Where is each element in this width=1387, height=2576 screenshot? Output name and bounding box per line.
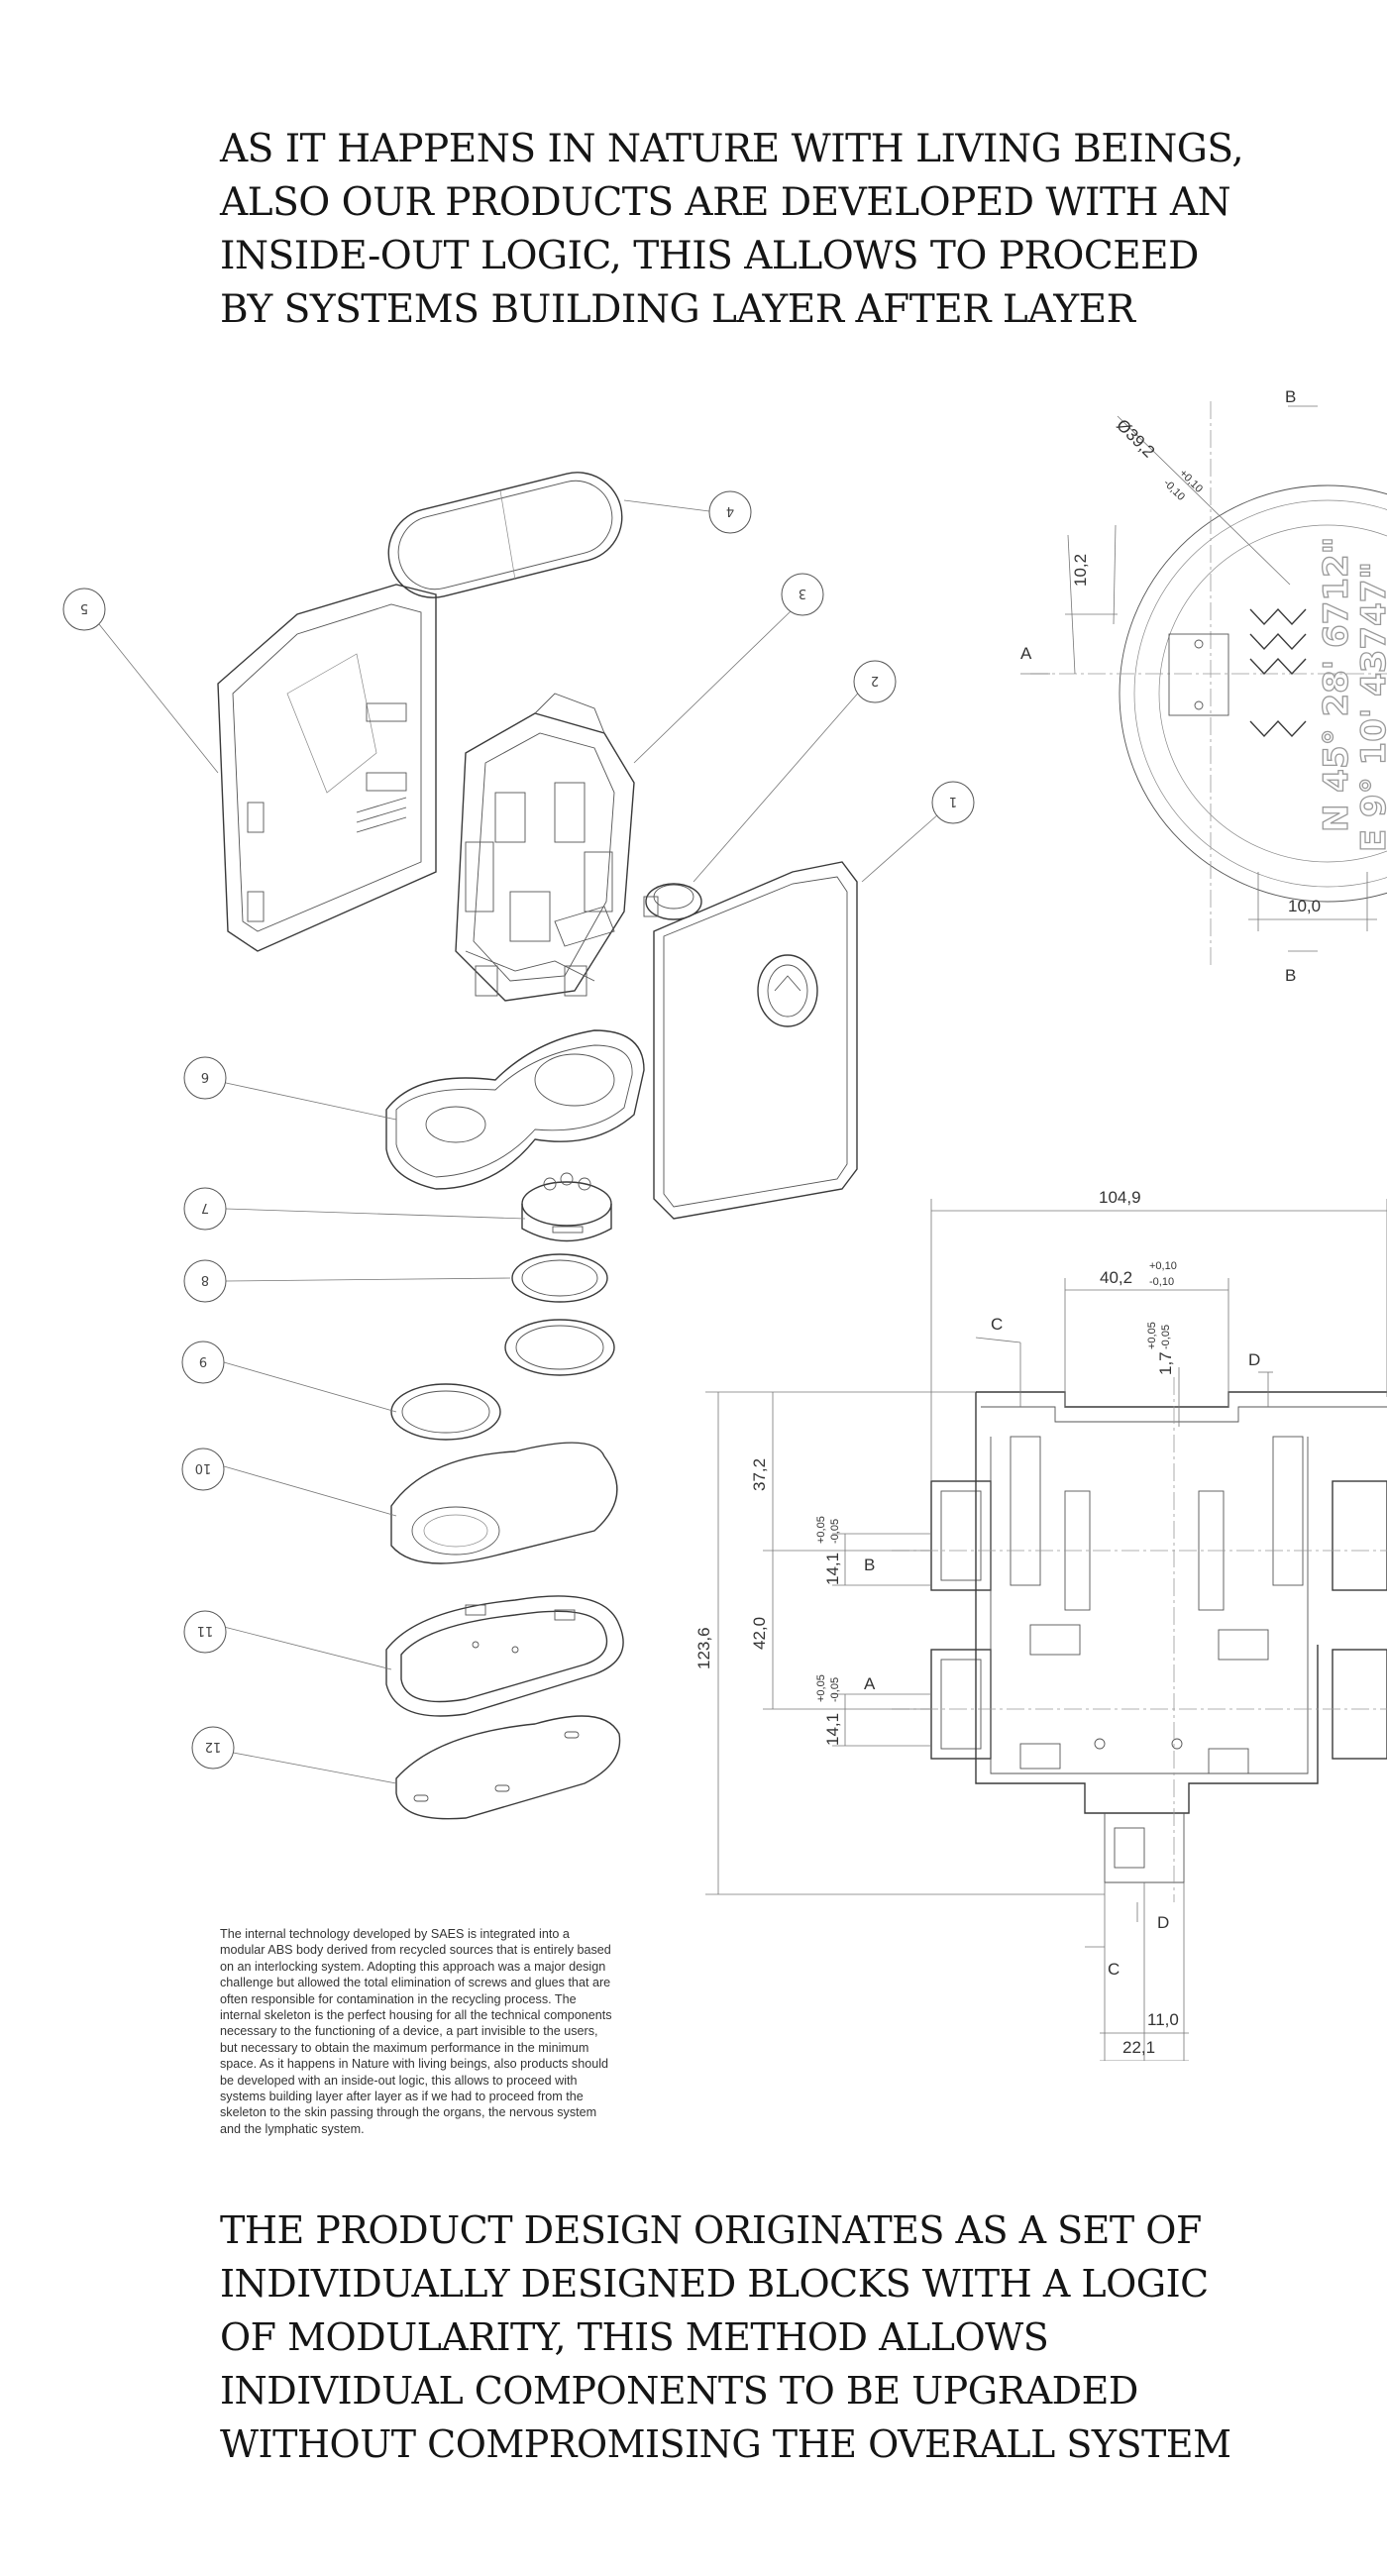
- part-11-frame: [385, 1595, 624, 1717]
- part-5-left-shell: [217, 584, 437, 952]
- section-label-c-bottom: C: [1108, 1960, 1120, 1979]
- body-line: be developed with an inside-out logic, t…: [220, 2073, 578, 2088]
- section-bottom-width: 22,1: [1122, 2038, 1155, 2057]
- cap-section-b-top: B: [1285, 387, 1296, 406]
- headline-top-line: inside-out logic, this allows to proceed: [220, 234, 1199, 278]
- part-7-core: [521, 1172, 612, 1242]
- part-bubble-12: 12: [191, 1726, 235, 1770]
- cap-section-a: A: [1020, 644, 1032, 663]
- svg-text:1: 1: [949, 794, 957, 808]
- exploded-view: 4 3 2 1 5 6 7 8 9 10 11 12: [62, 472, 975, 1820]
- body-line: often responsible for contamination in t…: [220, 1991, 577, 2006]
- part-8-ring: [504, 1253, 615, 1376]
- body-line: and the lymphatic system.: [220, 2121, 365, 2136]
- part-1-front-shell: [653, 861, 858, 1220]
- engraving-line1: N 45° 28' 6712": [1317, 537, 1356, 832]
- cap-diameter: Ø39,2: [1113, 415, 1158, 461]
- section-label-b: B: [864, 1556, 875, 1574]
- svg-text:5: 5: [80, 600, 88, 615]
- part-bubble-11: 11: [183, 1610, 227, 1654]
- section-small-gap-tol-lower: -0,05: [1160, 1325, 1172, 1349]
- svg-text:2: 2: [871, 673, 879, 688]
- part-12-bottom: [395, 1715, 621, 1820]
- body-paragraph: The internal technology developed by SAE…: [220, 1926, 676, 2137]
- section-drawing: 104,9 40,2 +0,10 -0,10 1,7 +0,05 -0,05 C…: [694, 1188, 1387, 2061]
- section-slot-tol-upper-2: +0,05: [815, 1674, 827, 1702]
- section-middle-height: 42,0: [750, 1617, 769, 1650]
- part-bubble-3: 3: [781, 573, 824, 616]
- svg-text:12: 12: [205, 1739, 222, 1754]
- part-bubble-1: 1: [931, 781, 975, 824]
- headline-bottom-line: without compromising the overall system: [220, 2422, 1231, 2466]
- svg-text:4: 4: [726, 503, 734, 518]
- svg-text:7: 7: [201, 1200, 209, 1215]
- section-inner-width-tol-lower: -0,10: [1149, 1276, 1174, 1288]
- svg-text:8: 8: [201, 1272, 209, 1287]
- body-line: modular ABS body derived from recycled s…: [220, 1943, 611, 1958]
- engraving-line2: E 9° 10' 43747": [1354, 562, 1387, 852]
- body-line: necessary to the functioning of a device…: [220, 2024, 598, 2039]
- svg-text:3: 3: [799, 586, 806, 600]
- section-slot-height-upper: 14,1: [823, 1553, 842, 1585]
- cap-offset: 10,2: [1071, 554, 1090, 587]
- part-6-tray: [385, 1029, 645, 1190]
- section-slot-height-lower: 14,1: [823, 1713, 842, 1746]
- section-upper-height: 37,2: [750, 1458, 769, 1491]
- part-bubble-2: 2: [853, 660, 897, 703]
- part-bubble-9: 9: [181, 1341, 225, 1384]
- body-line: but necessary to obtain the maximum perf…: [220, 2040, 589, 2055]
- section-slot-tol-lower-1: -0,05: [829, 1519, 841, 1544]
- part-10-plate: [390, 1442, 618, 1564]
- body-line: internal skeleton is the perfect housing…: [220, 2008, 612, 2023]
- part-9-ring: [390, 1383, 501, 1441]
- part-bubble-6: 6: [183, 1056, 227, 1100]
- body-line: challenge but allowed the total eliminat…: [220, 1976, 611, 1990]
- part-3-skeleton: [455, 693, 635, 1002]
- section-inner-width: 40,2: [1100, 1268, 1132, 1287]
- body-line: space. As it happens in Nature with livi…: [220, 2057, 609, 2072]
- cap-section-b-bottom: B: [1285, 966, 1296, 985]
- section-inner-width-tol-upper: +0,10: [1149, 1260, 1177, 1272]
- cap-drawing: N 45° 28' 6712" E 9° 10' 43747" B B A Ø3…: [1020, 387, 1387, 985]
- svg-text:6: 6: [201, 1069, 209, 1084]
- section-bottom-small: 11,0: [1147, 2010, 1179, 2029]
- section-slot-tol-lower-2: -0,05: [829, 1677, 841, 1702]
- cap-width: 10,0: [1288, 897, 1321, 915]
- section-slot-tol-upper-1: +0,05: [815, 1516, 827, 1544]
- section-small-gap-tol-upper: +0,05: [1146, 1322, 1158, 1349]
- section-label-d-top: D: [1248, 1350, 1260, 1369]
- headline-bottom-line: individual components to be upgraded: [220, 2369, 1138, 2413]
- headline-bottom: The product design originates as a set o…: [220, 2203, 1231, 2471]
- body-line: The internal technology developed by SAE…: [220, 1927, 570, 1941]
- svg-text:9: 9: [199, 1353, 207, 1368]
- svg-text:10: 10: [195, 1460, 212, 1475]
- section-overall-height: 123,6: [694, 1627, 713, 1669]
- headline-top: As it happens in nature with living bein…: [220, 123, 1244, 337]
- section-overall-width: 104,9: [1099, 1188, 1141, 1207]
- headline-bottom-line: The product design originates as a set o…: [220, 2208, 1202, 2252]
- section-label-d-bottom: D: [1157, 1913, 1169, 1932]
- part-bubble-10: 10: [181, 1448, 225, 1491]
- section-small-gap: 1,7: [1156, 1351, 1175, 1375]
- svg-text:11: 11: [197, 1623, 214, 1638]
- part-bubble-4: 4: [708, 490, 752, 534]
- headline-bottom-line: individually designed blocks with a logi…: [220, 2262, 1209, 2306]
- part-4-lid: [387, 472, 623, 598]
- leader-lines: [98, 499, 939, 1784]
- headline-bottom-line: of modularity, this method allows: [220, 2315, 1049, 2359]
- body-line: skeleton to the skin passing through the…: [220, 2105, 597, 2120]
- section-label-c-top: C: [991, 1315, 1003, 1334]
- body-line: systems building layer after layer as if…: [220, 2090, 584, 2104]
- headline-top-line: As it happens in nature with living bein…: [220, 127, 1244, 171]
- part-2-cap: [643, 883, 702, 920]
- part-bubble-7: 7: [183, 1187, 227, 1231]
- headline-top-line: by systems building layer after layer: [220, 287, 1135, 332]
- part-bubble-5: 5: [62, 588, 106, 631]
- body-line: on an interlocking system. Adopting this…: [220, 1959, 606, 1974]
- section-label-a: A: [864, 1674, 876, 1693]
- headline-top-line: also our products are developed with an: [220, 180, 1231, 225]
- part-bubble-8: 8: [183, 1259, 227, 1303]
- technical-drawing: N 45° 28' 6712" E 9° 10' 43747" B B A Ø3…: [62, 387, 1387, 2061]
